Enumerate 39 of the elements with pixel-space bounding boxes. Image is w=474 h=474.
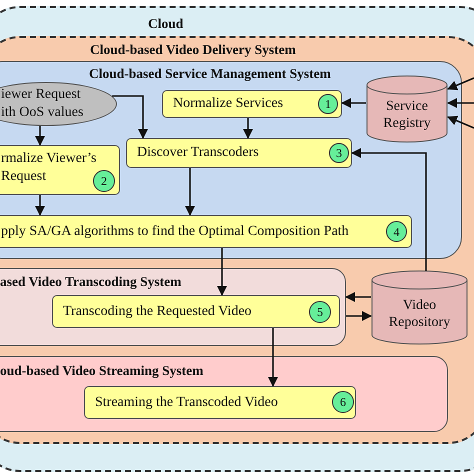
process-box [0,145,120,195]
system-region [0,268,346,346]
arrow [447,98,474,108]
system-region [0,356,448,432]
database-cylinder [366,75,448,143]
database-label: Service Registry [382,98,432,132]
arrow [341,98,366,108]
arrow [447,77,474,90]
process-label: pply SA/GA algorithms to find the Optimal Composition Path [1,224,349,240]
process-box [84,386,356,419]
database-label: Video Repository [388,296,452,330]
region-title: Cloud-based Service Management System [89,66,331,81]
process-box [52,295,340,328]
region-title: ased Video Transcoding System [0,274,182,289]
region-title: Cloud-based Video Delivery System [90,42,296,57]
arrow [185,168,195,216]
process-label: Streaming the Transcoded Video [95,394,278,410]
arrow [243,118,253,139]
arrow [346,311,372,321]
region-title: oud-based Video Streaming System [0,363,204,378]
arrow [351,148,427,271]
process-box [126,138,352,168]
arrow [447,116,474,129]
arrow [345,292,371,302]
process-box [0,215,412,248]
process-label: Normalize Services [173,96,284,112]
system-region [0,61,462,259]
database-cylinder [371,270,468,345]
arrow [112,95,148,139]
process-box [162,90,342,118]
arrow [35,195,45,216]
process-label: Transcoding the Requested Video [63,304,252,320]
start-ellipse [0,82,117,126]
process-label: Discover Transcoders [137,145,259,161]
ellipse-label: iewer Request ith OoS values [1,86,84,122]
arrow [217,248,227,296]
region-title: Cloud [148,16,184,31]
arrow [268,328,278,387]
arrow [35,126,45,146]
